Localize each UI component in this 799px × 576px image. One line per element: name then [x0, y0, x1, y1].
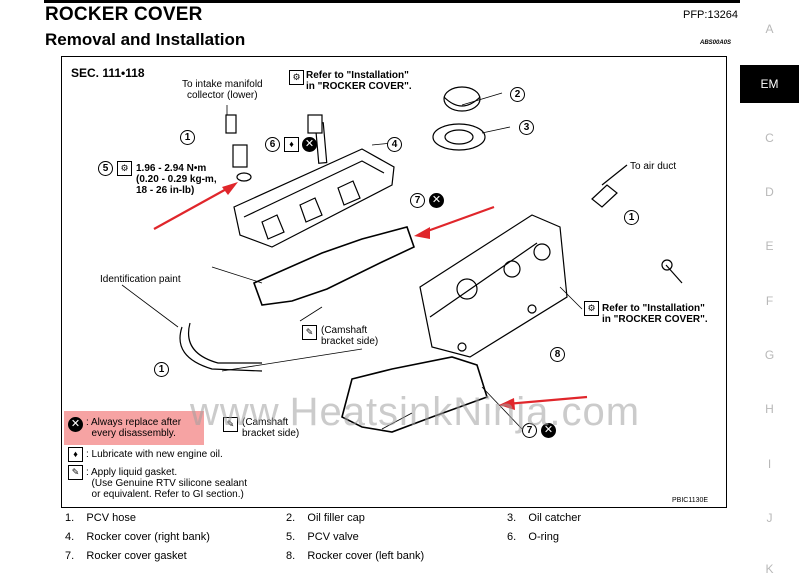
gasket-drawing: [252, 226, 488, 433]
intake-manifold-note: To intake manifold collector (lower): [182, 79, 263, 101]
liquid-gasket-icon: ✎: [223, 417, 238, 432]
list-item: 8. Rocker cover (left bank): [286, 550, 425, 562]
diagram-drawing: [121, 86, 683, 433]
watermark-text: www.HeatsinkNinja.com: [190, 390, 641, 434]
replace-x-icon: ✕: [541, 423, 556, 438]
sidebar-item-j[interactable]: J: [766, 511, 773, 525]
document-code: ABS00A0S: [700, 40, 732, 46]
sidebar-item-f[interactable]: F: [765, 294, 774, 308]
list-item: 2. Oil filler cap: [286, 512, 365, 524]
page-title: ROCKER COVER: [45, 4, 203, 25]
torque-wrench-icon: ⚙: [117, 161, 132, 176]
pfp-number: PFP:13264: [683, 9, 739, 21]
callout-7-top: 7: [410, 193, 425, 208]
legend-replace-text: : Always replace after every disassembly…: [86, 417, 182, 439]
red-arrows: [153, 182, 588, 410]
sidebar-item-g[interactable]: G: [764, 348, 775, 362]
callout-4: 4: [387, 137, 402, 152]
camshaft-bracket-label-2: (Camshaft bracket side): [242, 417, 300, 439]
callout-8: 8: [550, 347, 565, 362]
sidebar-item-i[interactable]: I: [767, 457, 772, 471]
torque-spec: 1.96 - 2.94 N•m (0.20 - 0.29 kg-m, 18 - …: [136, 163, 217, 196]
sidebar-item-d[interactable]: D: [765, 185, 774, 199]
sidebar-item-a[interactable]: A: [765, 22, 774, 36]
rocker-cover-left-drawing: [419, 214, 568, 358]
replace-x-icon: ✕: [68, 417, 83, 432]
sidebar-item-h[interactable]: H: [765, 402, 774, 416]
pcv-valve-drawing: [225, 114, 252, 182]
pcv-hose-lower-drawing: [179, 322, 263, 372]
lubricate-icon: ♦: [284, 137, 299, 152]
list-item: 7. Rocker cover gasket: [65, 550, 187, 562]
callout-1-top: 1: [180, 130, 195, 145]
liquid-gasket-icon: ✎: [68, 465, 83, 480]
callout-3: 3: [519, 120, 534, 135]
sidebar-item-k[interactable]: K: [765, 562, 774, 576]
callout-1-right: 1: [624, 210, 639, 225]
oil-cap-drawing: [307, 86, 486, 151]
rocker-cover-right-drawing: [233, 122, 395, 248]
callout-7-bottom: 7: [522, 423, 537, 438]
refer-installation-top: Refer to "Installation" in "ROCKER COVER…: [306, 70, 412, 92]
callout-6: 6: [265, 137, 280, 152]
leader-lines: [121, 92, 583, 430]
sidebar-item-em[interactable]: EM: [740, 65, 799, 103]
sidebar-item-e[interactable]: E: [765, 239, 774, 253]
refer-installation-right: Refer to "Installation" in "ROCKER COVER…: [602, 303, 708, 325]
list-item: 3. Oil catcher: [507, 512, 581, 524]
list-item: 4. Rocker cover (right bank): [65, 531, 210, 543]
torque-wrench-icon: ⚙: [289, 70, 304, 85]
camshaft-bracket-label-1: (Camshaft bracket side): [321, 325, 379, 347]
replace-x-icon: ✕: [429, 193, 444, 208]
identification-paint-label: Identification paint: [100, 274, 181, 285]
air-duct-note: To air duct: [630, 161, 677, 172]
section-index-sidebar: A EM C D E F G H I J K: [740, 0, 799, 576]
section-label: SEC. 111•118: [71, 66, 145, 80]
exploded-diagram: SEC. 111•118 To intake manifold collecto…: [61, 56, 727, 508]
legend-gasket-text: : Apply liquid gasket. (Use Genuine RTV …: [86, 467, 248, 500]
sidebar-item-c[interactable]: C: [765, 131, 774, 145]
torque-wrench-icon: ⚙: [584, 301, 599, 316]
figure-code: PBIC1130E: [672, 497, 709, 504]
replace-x-icon: ✕: [302, 137, 317, 152]
callout-5: 5: [98, 161, 113, 176]
list-item: 6. O-ring: [507, 531, 559, 543]
callout-2: 2: [510, 87, 525, 102]
legend-lubricate-text: : Lubricate with new engine oil.: [86, 449, 223, 460]
top-rule: [44, 0, 740, 3]
liquid-gasket-icon: ✎: [302, 325, 317, 340]
lubricate-icon: ♦: [68, 447, 83, 462]
list-item: 5. PCV valve: [286, 531, 359, 543]
replace-legend-highlight: [64, 411, 204, 445]
pcv-hose-right-drawing: [591, 164, 683, 284]
callout-1-lower: 1: [154, 362, 169, 377]
list-item: 1. PCV hose: [65, 512, 136, 524]
section-subtitle: Removal and Installation: [45, 30, 246, 49]
